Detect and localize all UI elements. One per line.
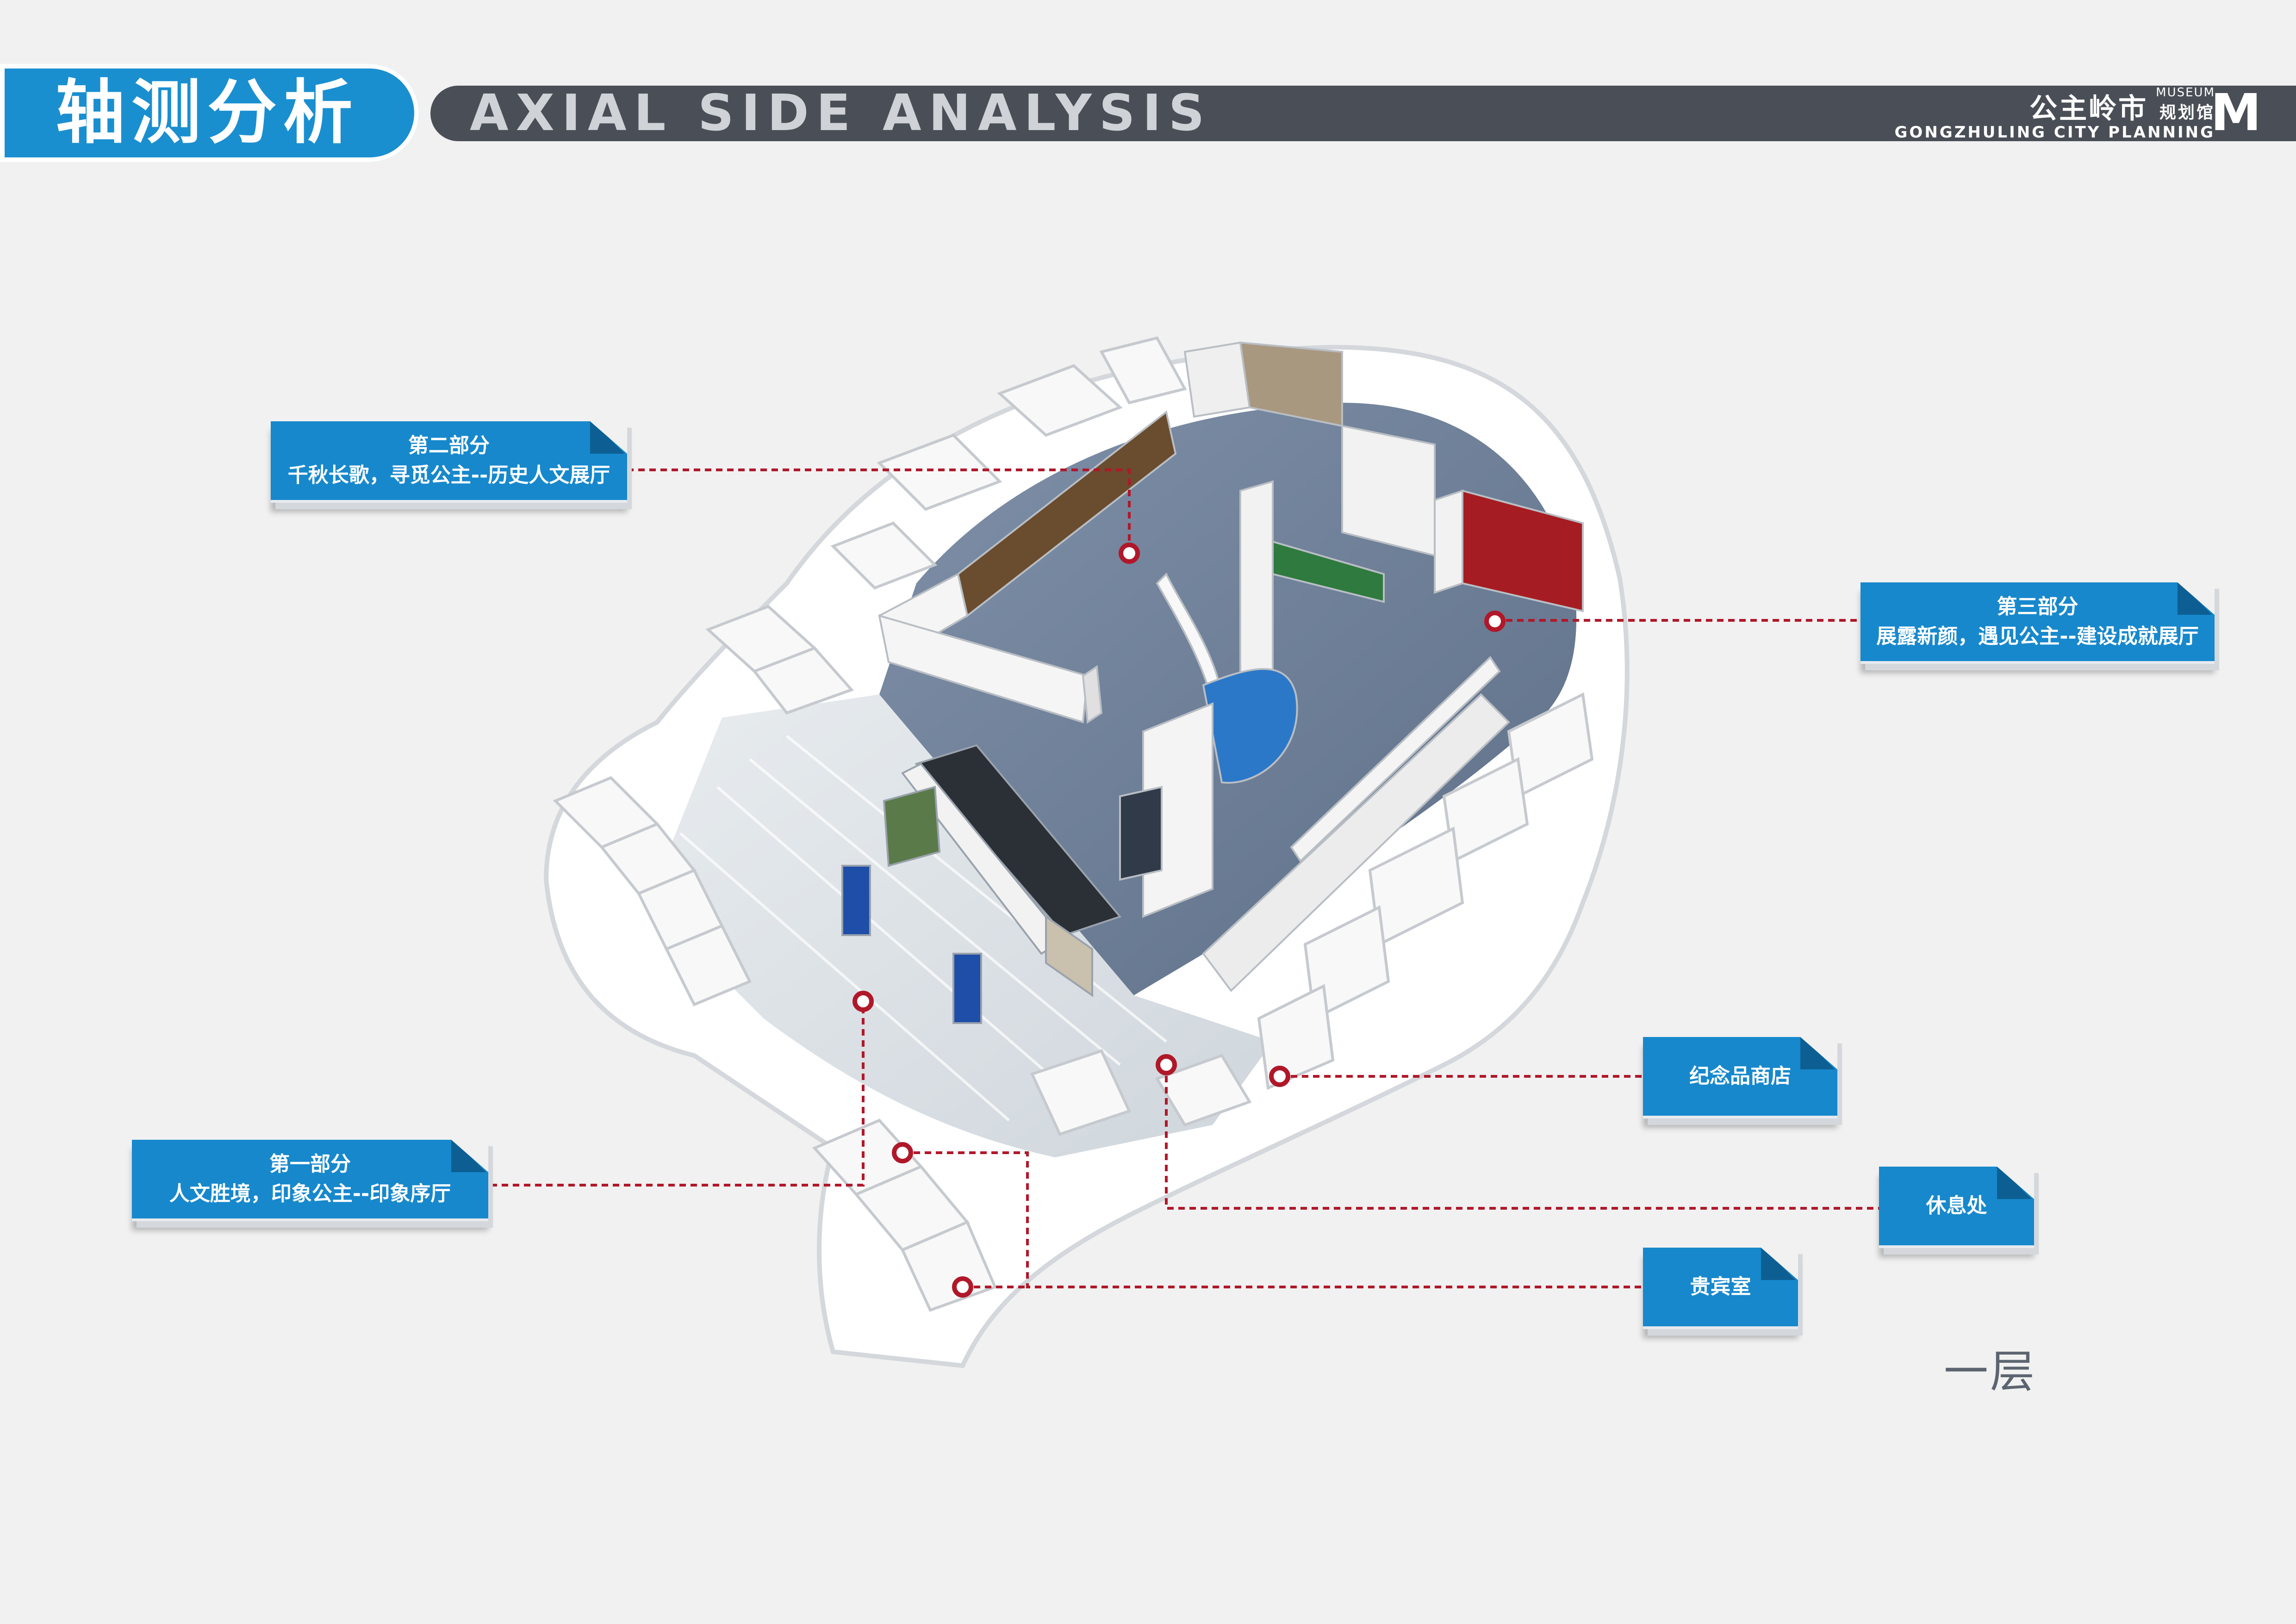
floor-label: 一层 (1944, 1346, 2036, 1398)
label-part2: 第二部分 千秋长歌，寻觅公主--历史人文展厅 (271, 421, 627, 503)
brand-museum: MUSEUM (2156, 86, 2215, 100)
brand-name-en: GONGZHULING CITY PLANNING (1894, 123, 2215, 142)
service-rooms-left (553, 336, 1187, 1006)
label-part3-desc: 展露新颜，遇见公主--建设成就展厅 (1876, 625, 2199, 648)
brand-m-icon: M (2210, 83, 2261, 142)
marker-rest (1156, 1054, 1177, 1075)
label-shop: 纪念品商店 (1643, 1037, 1837, 1118)
marker-shop (1269, 1066, 1290, 1087)
marker-vip-b (952, 1276, 973, 1298)
label-part1-title: 第一部分 (269, 1152, 351, 1176)
label-rest: 休息处 (1879, 1167, 2034, 1248)
label-shop-text: 纪念品商店 (1689, 1064, 1791, 1088)
page-title: 轴测分析 (56, 73, 360, 153)
marker-part1 (852, 991, 874, 1012)
leader-lines (491, 468, 1879, 1288)
vip-rooms (812, 1049, 1252, 1312)
label-part1: 第一部分 人文胜境，印象公主--印象序厅 (132, 1140, 488, 1221)
page-subtitle: AXIAL SIDE ANALYSIS (470, 84, 1212, 142)
exhibit-walls (878, 341, 1584, 993)
label-vip: 贵宾室 (1643, 1248, 1798, 1329)
lobby-floor (648, 694, 1273, 1157)
brand-name-cn: 公主岭市 (2029, 93, 2148, 125)
label-part1-desc: 人文胜境，印象公主--印象序厅 (169, 1182, 451, 1206)
label-vip-text: 贵宾室 (1690, 1275, 1751, 1299)
lobby-displays (841, 786, 1093, 1024)
label-rest-text: 休息处 (1926, 1194, 1987, 1218)
marker-part2 (1119, 543, 1140, 564)
lobby-tiles (679, 735, 1167, 1122)
label-part2-desc: 千秋长歌，寻觅公主--历史人文展厅 (287, 463, 610, 487)
marker-part3 (1484, 611, 1506, 632)
label-part3-title: 第三部分 (1997, 595, 2078, 618)
brand-logo: 公主岭市 规划馆 GONGZHULING CITY PLANNING (1895, 95, 2215, 140)
title-tab (0, 64, 419, 162)
marker-vip-a (892, 1142, 913, 1163)
header-bar (430, 86, 2296, 141)
label-part3: 第三部分 展露新颜，遇见公主--建设成就展厅 (1860, 582, 2215, 664)
location-markers (852, 543, 1506, 1298)
brand-name-cn-small: 规划馆 (2159, 103, 2215, 122)
escalator (901, 744, 1122, 955)
service-rooms-right (1257, 692, 1594, 1090)
label-part2-title: 第二部分 (408, 434, 490, 457)
